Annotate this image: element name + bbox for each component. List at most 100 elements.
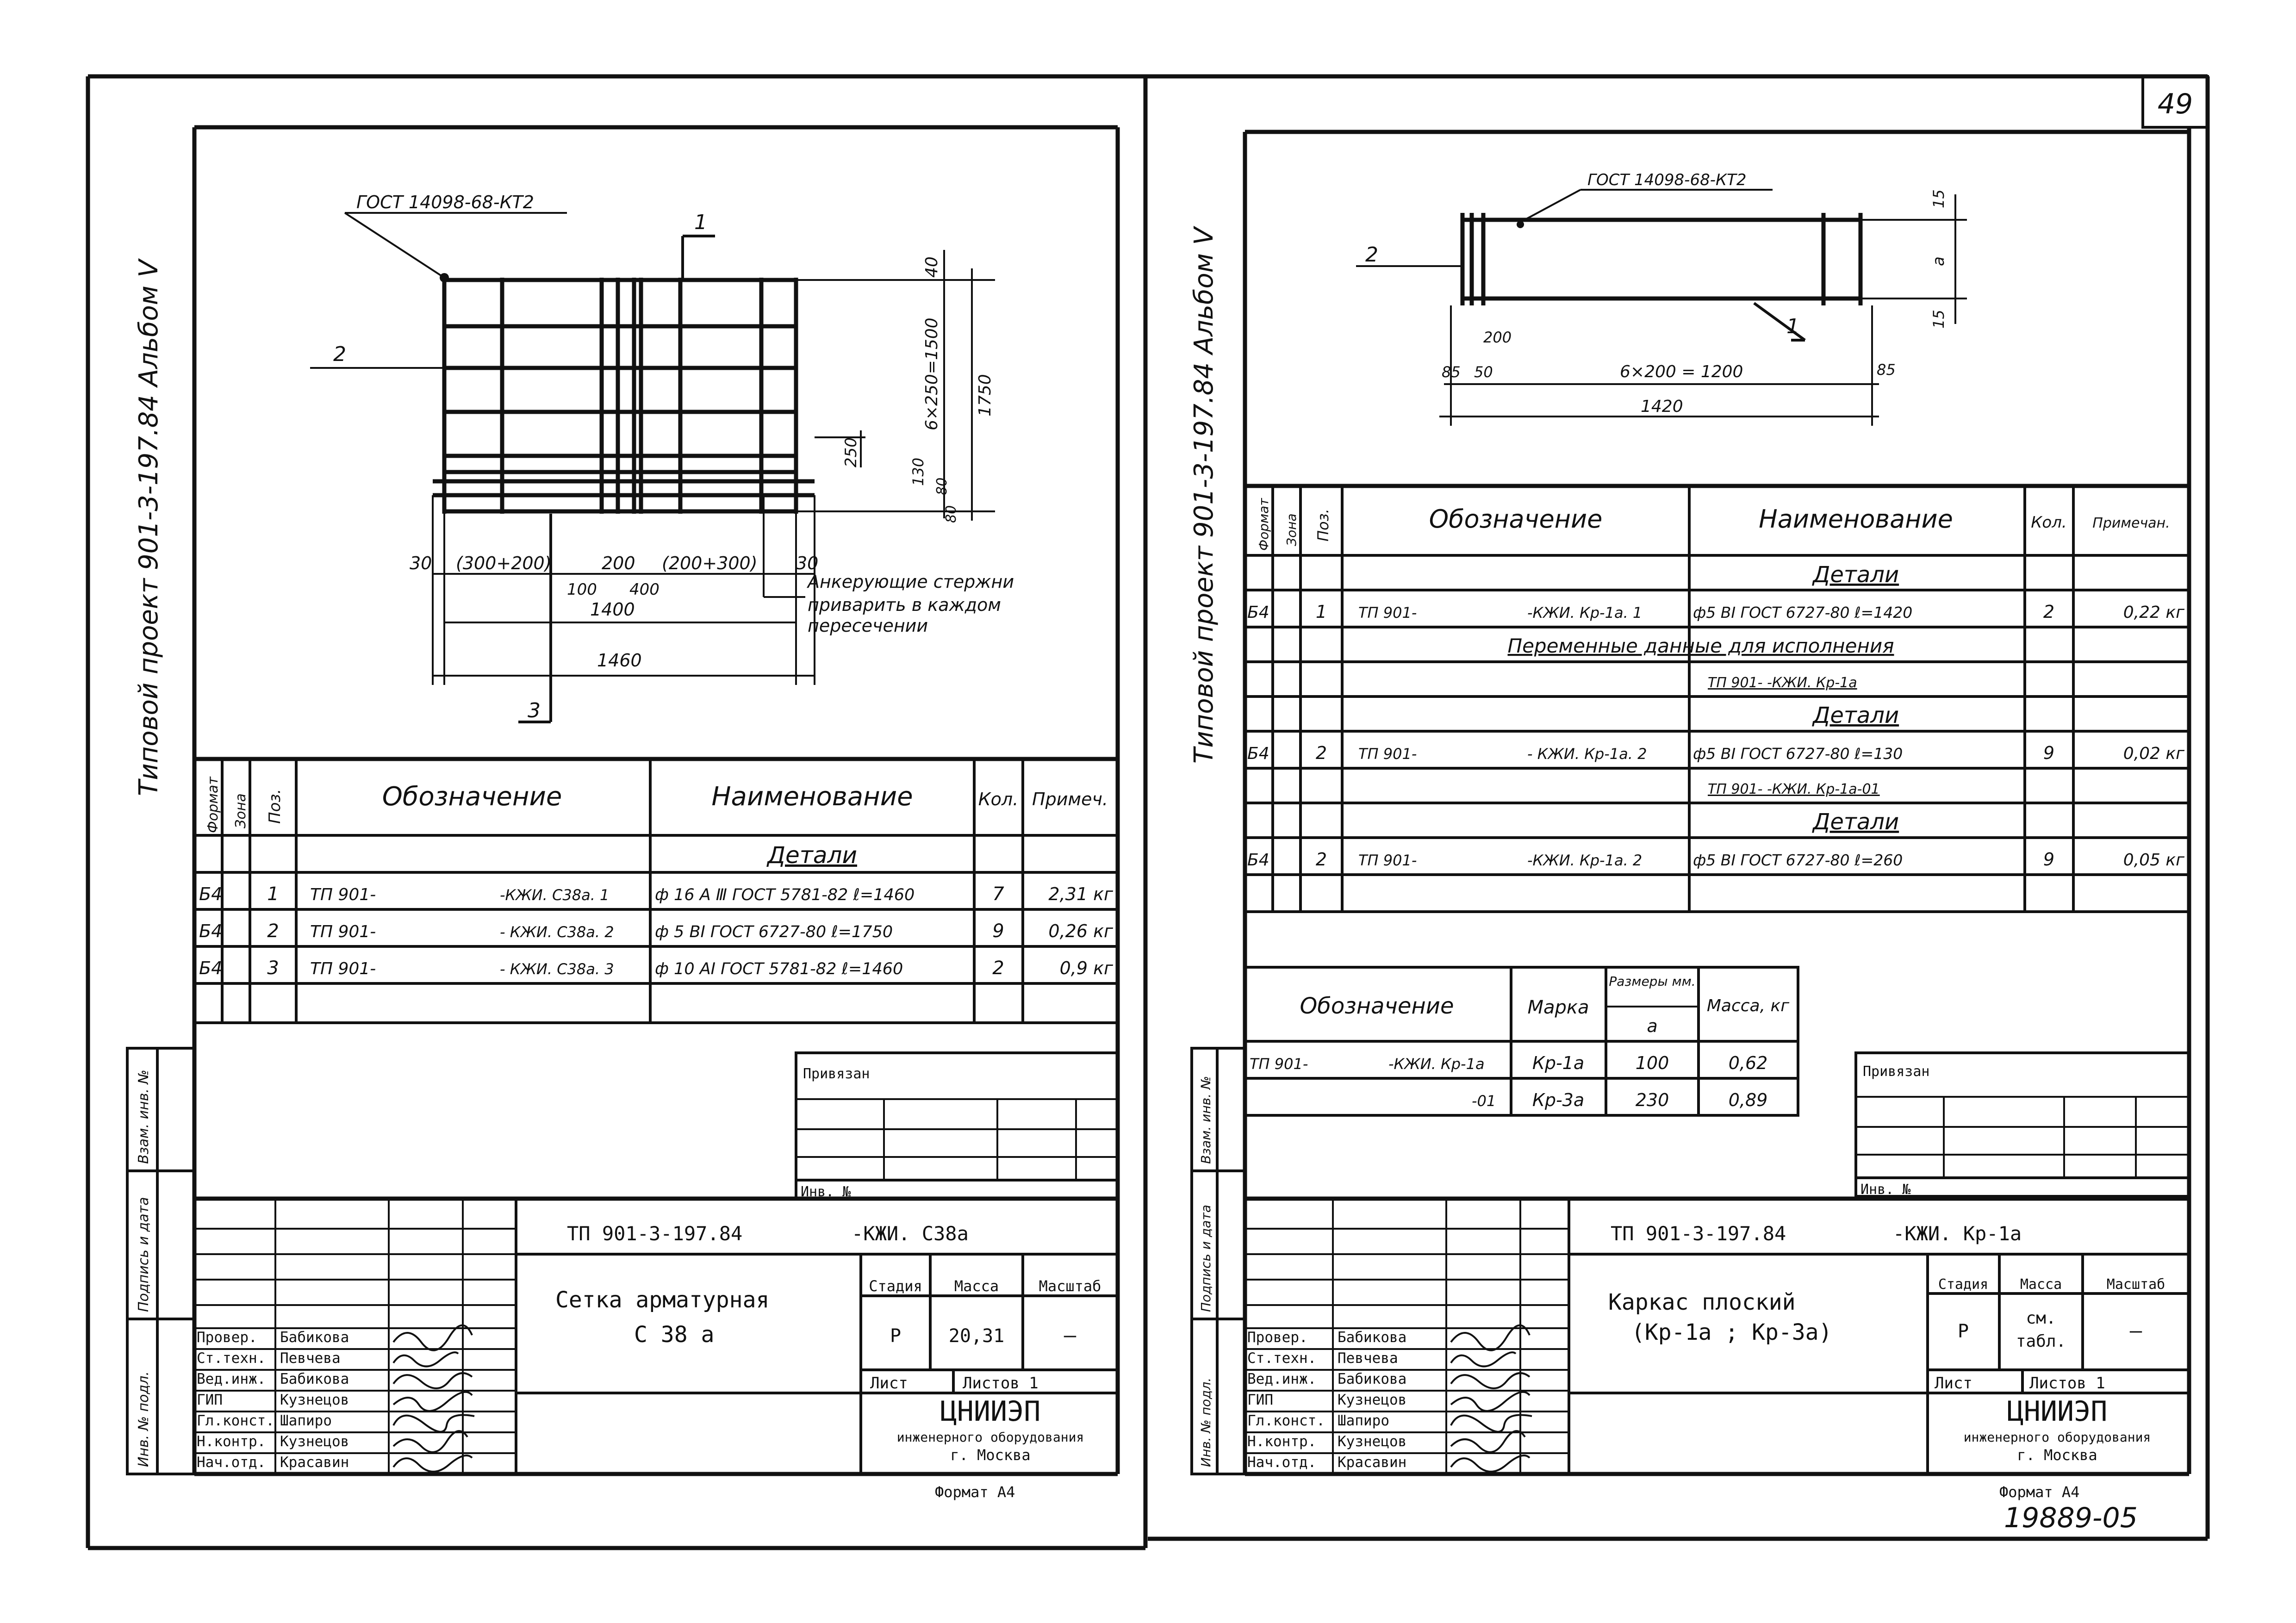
left-spec-table: Формат Зона Поз. Обозначение Наименовани… <box>194 757 1118 1024</box>
page-number-box <box>2141 75 2209 129</box>
right-dim-85-left: 85 <box>1442 363 1461 381</box>
left-row1-note: 2,31 кг <box>1048 884 1114 904</box>
left-row3-format: Б4 <box>199 958 222 978</box>
right-stage-h: Стадия <box>1938 1276 1988 1293</box>
page-number: 49 <box>2158 88 2193 120</box>
left-stage-h: Стадия <box>869 1277 922 1295</box>
right-doc-code-suffix: -КЖИ. Кр-1а <box>1893 1222 2022 1245</box>
table-row: ТП 901- -КЖИ. Кр-1а Кр-1а 100 0,62 <box>1250 1053 1767 1073</box>
outer-frame: 49 19889-05 <box>86 74 2210 1550</box>
left-signatures <box>392 1324 475 1473</box>
right-h-note: Примечан. <box>2092 515 2170 531</box>
right-mass-2: табл. <box>2016 1332 2066 1351</box>
right-row1-designation2: -КЖИ. Кр-1а. 1 <box>1527 604 1642 622</box>
left-name-3: Кузнецов <box>280 1392 349 1408</box>
right-v-row1-mark: Кр-1а <box>1532 1053 1584 1073</box>
left-role-1: Ст.техн. <box>197 1350 266 1367</box>
right-variant-2: ТП 901- -КЖИ. Кр-1а-01 <box>1708 781 1880 797</box>
left-h-name: Наименование <box>711 782 913 812</box>
right-row2-qty: 9 <box>2043 743 2054 763</box>
right-side-inv-orig: Инв. № подл. <box>1198 1378 1213 1467</box>
left-dim-130: 130 <box>909 458 927 486</box>
right-v-h-size-a: а <box>1647 1016 1657 1036</box>
left-dim-200-300: (200+300) <box>662 553 758 573</box>
left-row1-designation: ТП 901- <box>310 885 376 904</box>
right-row1-name: ф5 ВⅠ ГОСТ 6727-80 ℓ=1420 <box>1693 603 1912 622</box>
left-row2-pos: 2 <box>267 920 279 942</box>
left-h-format: Формат <box>205 776 221 833</box>
table-row: Б4 1 ТП 901- -КЖИ. Кр-1а. 1 ф5 ВⅠ ГОСТ 6… <box>1247 602 2185 622</box>
right-v-row2-a: 230 <box>1636 1090 1669 1110</box>
right-role-6: Нач.отд. <box>1247 1454 1316 1471</box>
right-row1-format: Б4 <box>1247 603 1269 622</box>
right-h-zone: Зона <box>1284 513 1299 546</box>
right-v-row2-mark: Кр-3а <box>1532 1090 1584 1110</box>
right-spec-table: Формат Зона Поз. Обозначение Наименовани… <box>1245 484 2189 913</box>
left-name-1: Певчева <box>280 1350 341 1367</box>
left-row1-format: Б4 <box>199 884 222 904</box>
left-row1-name: ф 16 А Ⅲ ГОСТ 5781-82 ℓ=1460 <box>655 886 915 904</box>
left-mesh-drawing: ГОСТ 14098-68-КТ2 1 <box>310 192 1014 723</box>
right-gost-label: ГОСТ 14098-68-КТ2 <box>1587 171 1747 189</box>
left-mass: 20,31 <box>949 1325 1004 1347</box>
left-row2-designation2: - КЖИ. С38а. 2 <box>500 923 614 941</box>
right-name-3: Кузнецов <box>1338 1392 1406 1408</box>
right-side-stamp: Инв. № подл. Подпись и дата Взам. инв. № <box>1190 1047 1246 1475</box>
right-name-2: Бабикова <box>1338 1371 1406 1387</box>
right-v-row1-designation: ТП 901- <box>1250 1055 1308 1073</box>
left-stage: Р <box>890 1325 901 1347</box>
left-name-6: Красавин <box>280 1454 349 1471</box>
right-h-name: Наименование <box>1759 504 1953 534</box>
left-row1-pos: 1 <box>267 883 279 905</box>
right-h-pos: Поз. <box>1314 509 1332 541</box>
left-row3-pos: 3 <box>267 958 279 979</box>
right-role-4: Гл.конст. <box>1247 1412 1325 1429</box>
right-role-0: Провер. <box>1247 1329 1308 1346</box>
left-row1-designation2: -КЖИ. С38а. 1 <box>500 886 609 904</box>
left-dim-6x250: 6×250=1500 <box>922 317 941 430</box>
right-row2-pos: 2 <box>1316 743 1327 763</box>
left-h-qty: Кол. <box>978 789 1019 809</box>
left-side-title: Типовой проект 901-3-197.84 Альбом Ⅴ <box>134 258 164 796</box>
left-h-pos: Поз. <box>266 789 284 824</box>
right-row3-name: ф5 ВⅠ ГОСТ 6727-80 ℓ=260 <box>1693 851 1903 869</box>
right-dim-15-bot: 15 <box>1930 310 1948 329</box>
left-side-inv-orig: Инв. № подл. <box>136 1371 152 1467</box>
left-row2-designation: ТП 901- <box>310 922 376 941</box>
left-name-4: Шапиро <box>280 1412 332 1429</box>
right-format: Формат А4 <box>1999 1483 2079 1501</box>
left-dim-200: 200 <box>602 553 635 573</box>
left-note-2: приварить в каждом <box>808 595 1001 615</box>
left-role-5: Н.контр. <box>197 1433 266 1450</box>
right-dim-50: 50 <box>1474 363 1493 381</box>
left-dim-250: 250 <box>842 437 860 467</box>
left-row3-designation2: - КЖИ. С38а. 3 <box>500 960 614 978</box>
left-binding-box: Привязан Инв. № <box>795 1051 1119 1200</box>
left-side-stamp: Инв. № подл. Подпись и дата Взам. инв. № <box>126 1047 196 1475</box>
left-scale: — <box>1064 1324 1076 1347</box>
right-frame-drawing: ГОСТ 14098-68-КТ2 2 1 15 а 15 <box>1356 171 1967 426</box>
right-inv-no: Инв. № <box>1860 1181 1910 1198</box>
left-sheet: Лист <box>870 1374 908 1393</box>
right-v-h-mass: Масса, кг <box>1707 996 1790 1015</box>
left-org-2: инженерного оборудования <box>897 1430 1084 1445</box>
right-signatures <box>1450 1324 1532 1473</box>
left-gost-label: ГОСТ 14098-68-КТ2 <box>356 192 534 212</box>
right-role-2: Вед.инж. <box>1247 1371 1316 1387</box>
left-dim-80a: 80 <box>934 478 950 495</box>
right-title-block: Провер. Бабикова Ст.техн. Певчева Вед.ин… <box>1245 1196 2189 1501</box>
left-section-details: Детали <box>766 842 857 869</box>
right-section-1: Детали <box>1812 562 1899 588</box>
right-variant-1: ТП 901- -КЖИ. Кр-1а <box>1708 675 1857 691</box>
left-dim-1400: 1400 <box>590 599 635 620</box>
left-dim-30-right: 30 <box>796 553 818 573</box>
left-scale-h: Масштаб <box>1039 1277 1101 1295</box>
right-h-format: Формат <box>1256 498 1271 551</box>
table-row: -01 Кр-3а 230 0,89 <box>1472 1090 1767 1110</box>
left-doc-code: ТП 901-3-197.84 <box>567 1222 742 1245</box>
left-mass-h: Масса <box>954 1277 999 1295</box>
left-role-2: Вед.инж. <box>197 1371 266 1387</box>
right-mass-1: см. <box>2026 1309 2056 1328</box>
right-row3-format: Б4 <box>1247 851 1269 870</box>
right-v-row1-mass: 0,62 <box>1729 1053 1768 1073</box>
